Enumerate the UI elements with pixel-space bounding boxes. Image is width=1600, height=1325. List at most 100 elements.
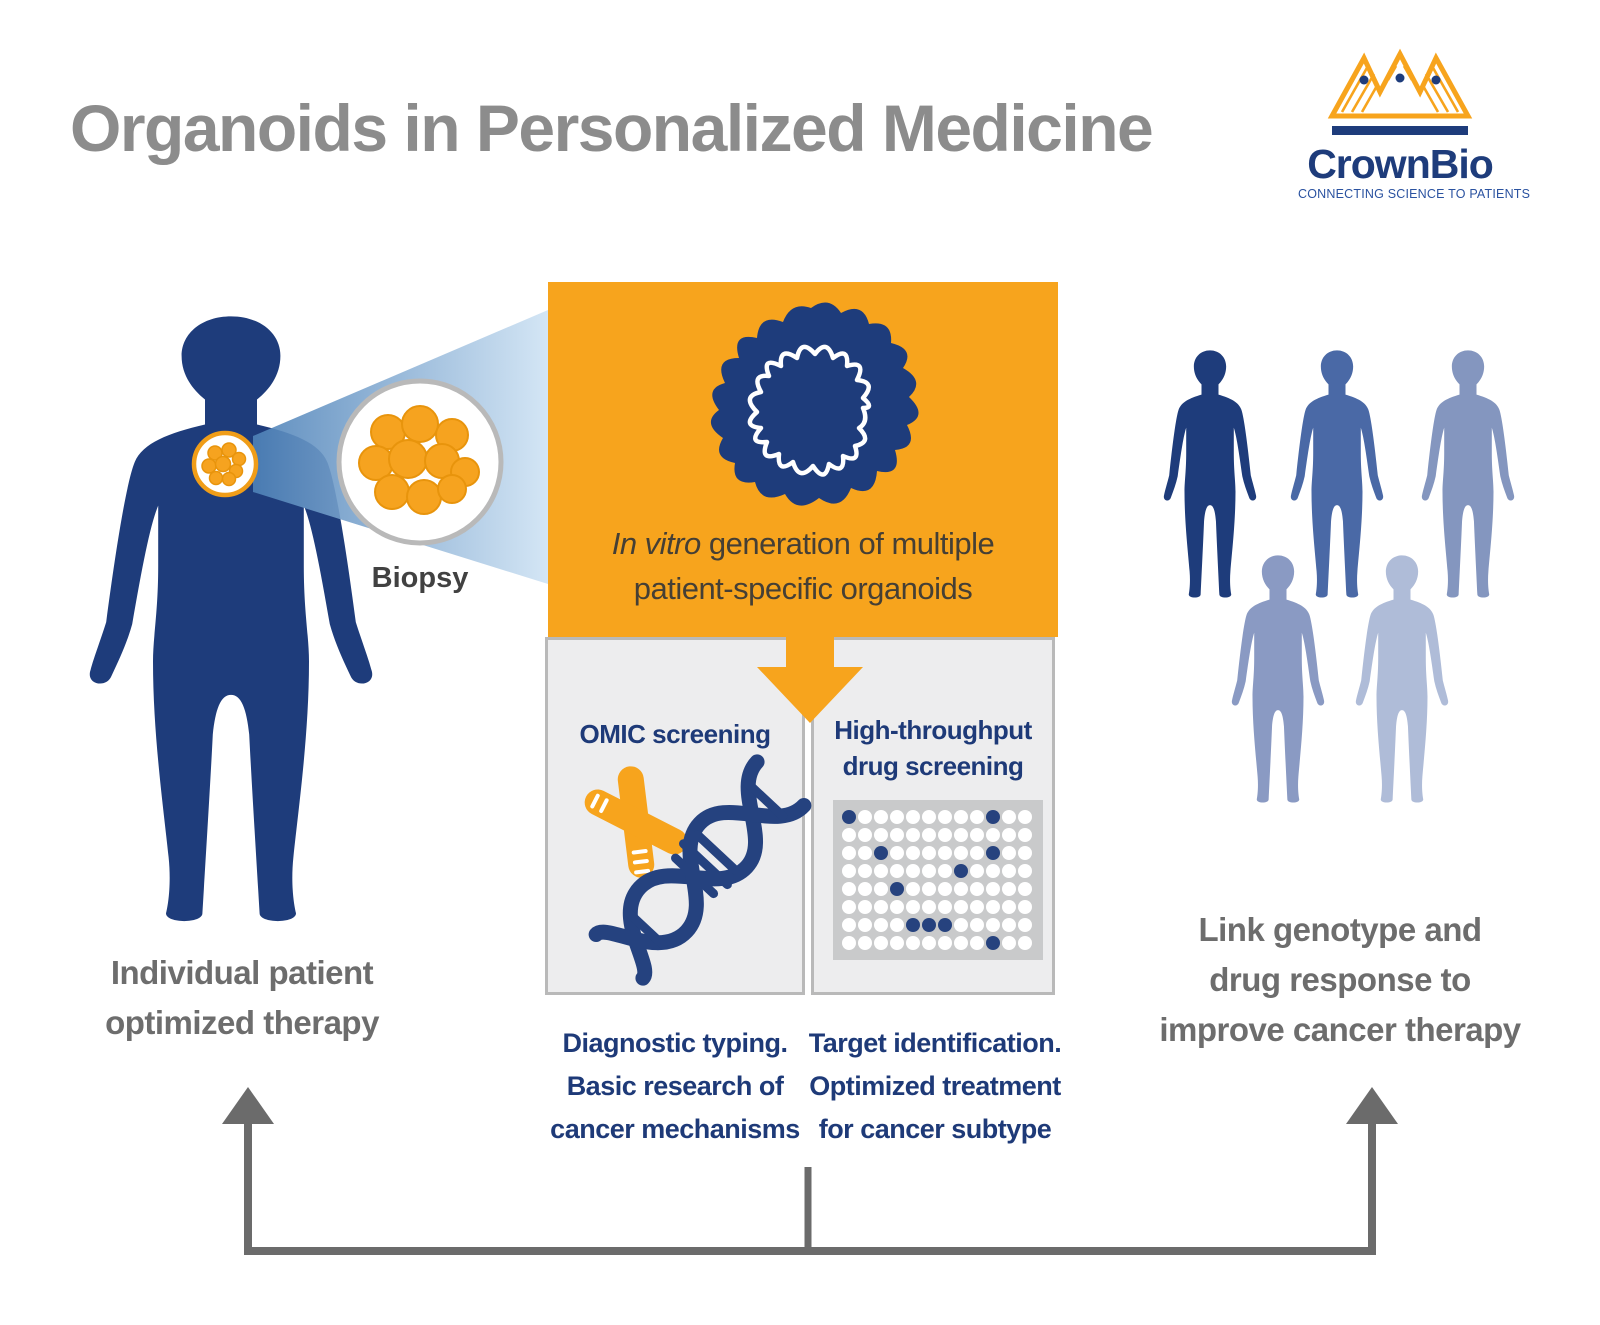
well <box>954 882 968 896</box>
well <box>906 900 920 914</box>
well <box>970 846 984 860</box>
well <box>842 810 856 824</box>
well <box>986 864 1000 878</box>
well <box>938 846 952 860</box>
well <box>858 828 872 842</box>
patient-figure-4 <box>1231 555 1325 803</box>
left-outcome-line2: optimized therapy <box>105 1004 379 1041</box>
well <box>874 918 888 932</box>
up-arrowhead-left-icon <box>222 1087 274 1124</box>
well <box>938 864 952 878</box>
biopsy-site-marker <box>191 430 259 498</box>
well <box>970 918 984 932</box>
well <box>906 864 920 878</box>
well <box>986 882 1000 896</box>
well <box>906 882 920 896</box>
well <box>938 810 952 824</box>
well <box>1018 846 1032 860</box>
omic-caption: Diagnostic typing. Basic research of can… <box>520 1022 830 1151</box>
well <box>922 936 936 950</box>
omic-panel <box>545 637 805 995</box>
page-title: Organoids in Personalized Medicine <box>70 91 1154 165</box>
patient-figure-3 <box>1421 350 1515 598</box>
well <box>922 882 936 896</box>
hts-caption-line3: for cancer subtype <box>818 1114 1052 1144</box>
well <box>890 918 904 932</box>
crown-icon <box>1327 48 1473 135</box>
well <box>874 882 888 896</box>
well <box>874 936 888 950</box>
well <box>1018 810 1032 824</box>
well <box>938 882 952 896</box>
omic-title: OMIC screening <box>579 719 771 749</box>
left-outcome-text: Individual patient optimized therapy <box>52 948 432 1048</box>
well <box>1002 936 1016 950</box>
hts-title-line1: High-throughput <box>834 715 1032 745</box>
well <box>842 846 856 860</box>
organoid-caption-line2: patient-specific organoids <box>633 571 973 606</box>
omic-caption-line2: Basic research of <box>566 1071 784 1101</box>
well <box>1018 936 1032 950</box>
well <box>858 936 872 950</box>
well <box>954 936 968 950</box>
well <box>842 900 856 914</box>
well <box>906 846 920 860</box>
patient-figures-group <box>1163 350 1515 803</box>
left-outcome-line1: Individual patient <box>110 954 374 991</box>
right-outcome-line2: drug response to <box>1209 961 1471 998</box>
well <box>1002 900 1016 914</box>
well <box>874 846 888 860</box>
well <box>842 864 856 878</box>
well <box>906 828 920 842</box>
well <box>970 900 984 914</box>
well <box>1002 846 1016 860</box>
well <box>954 828 968 842</box>
omic-caption-line1: Diagnostic typing. <box>562 1028 788 1058</box>
patient-figure-1 <box>1163 350 1257 598</box>
well <box>970 882 984 896</box>
well <box>906 810 920 824</box>
well <box>922 900 936 914</box>
well <box>890 900 904 914</box>
microplate <box>833 800 1043 960</box>
hts-caption-line1: Target identification. <box>808 1028 1062 1058</box>
well <box>938 918 952 932</box>
well <box>842 918 856 932</box>
well <box>858 810 872 824</box>
well <box>906 918 920 932</box>
hts-caption: Target identification. Optimized treatme… <box>790 1022 1080 1151</box>
biopsy-label: Biopsy <box>371 562 469 594</box>
well <box>874 864 888 878</box>
logo-name: CrownBio <box>1307 141 1494 187</box>
well <box>922 918 936 932</box>
well <box>954 900 968 914</box>
well <box>1018 900 1032 914</box>
hts-title: High-throughput drug screening <box>811 712 1055 784</box>
biopsy-circle <box>336 378 504 546</box>
right-outcome-line3: improve cancer therapy <box>1159 1011 1521 1048</box>
well <box>858 900 872 914</box>
organoid-caption: In vitro generation of multiple patient-… <box>548 521 1058 611</box>
well <box>1002 828 1016 842</box>
patient-figure-5 <box>1355 555 1449 803</box>
well <box>874 900 888 914</box>
well <box>874 828 888 842</box>
well <box>938 828 952 842</box>
hts-title-line2: drug screening <box>842 751 1024 781</box>
well <box>938 936 952 950</box>
up-arrowhead-right-icon <box>1346 1087 1398 1124</box>
magnifier-cone-icon <box>253 310 548 584</box>
well <box>986 936 1000 950</box>
well <box>1018 828 1032 842</box>
well <box>986 828 1000 842</box>
organoid-caption-rest: generation of multiple <box>700 526 995 561</box>
right-outcome-text: Link genotype and drug response to impro… <box>1145 905 1535 1055</box>
well <box>842 936 856 950</box>
well <box>938 900 952 914</box>
well <box>890 882 904 896</box>
well <box>1018 864 1032 878</box>
well <box>986 900 1000 914</box>
well <box>842 828 856 842</box>
patient-figure-2 <box>1290 350 1384 598</box>
